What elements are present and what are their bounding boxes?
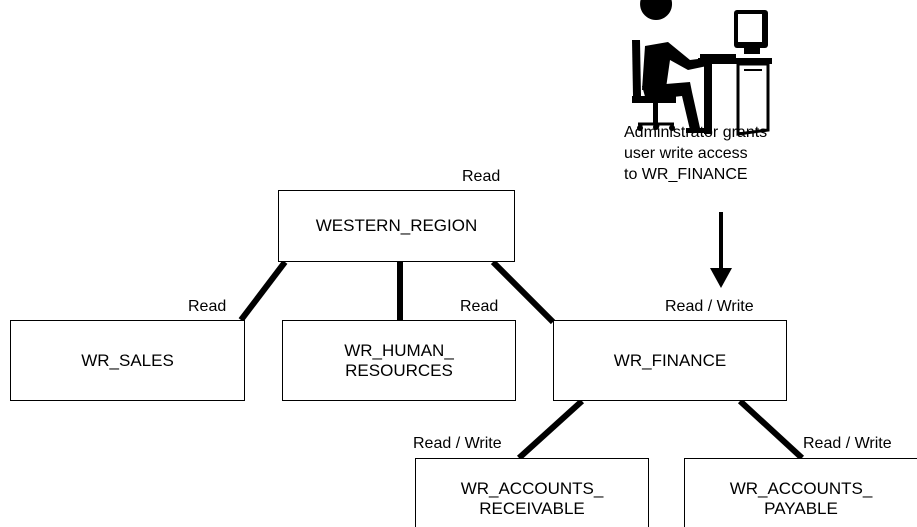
access-label-wr-human-resources: Read <box>460 298 499 315</box>
node-wr-human-resources: WR_HUMAN_ RESOURCES <box>282 320 516 401</box>
node-wr-accounts-receivable: WR_ACCOUNTS_ RECEIVABLE <box>415 458 649 527</box>
administrator-at-computer-icon <box>632 0 772 136</box>
access-label-western-region: Read <box>462 168 501 185</box>
node-wr-accounts-receivable-label-line2: RECEIVABLE <box>479 499 585 518</box>
access-label-wr-finance: Read / Write <box>665 298 754 315</box>
node-wr-sales: WR_SALES <box>10 320 245 401</box>
node-wr-finance: WR_FINANCE <box>553 320 787 401</box>
connector-western-region-to-wr-sales <box>238 260 288 322</box>
access-label-wr-accounts-receivable: Read / Write <box>413 435 502 452</box>
administrator-caption-line2: user write access <box>624 145 748 162</box>
access-label-wr-accounts-payable: Read / Write <box>803 435 892 452</box>
node-wr-accounts-receivable-label-line1: WR_ACCOUNTS_ <box>460 479 604 498</box>
administrator-caption-line3: to WR_FINANCE <box>624 166 748 183</box>
node-wr-accounts-payable-label-line1: WR_ACCOUNTS_ <box>729 479 873 498</box>
node-wr-human-resources-label-line2: RESOURCES <box>345 360 453 380</box>
node-wr-human-resources-label-line1: WR_HUMAN_ <box>344 340 454 360</box>
administrator-caption-line1: Administrator grants <box>624 124 768 141</box>
connector-western-region-to-wr-finance <box>490 259 556 325</box>
administrator-caption: Administrator grants user write access t… <box>624 122 767 185</box>
node-wr-accounts-payable-label-line2: PAYABLE <box>764 499 838 518</box>
node-wr-sales-label: WR_SALES <box>81 350 174 370</box>
connector-wr-finance-to-wr-accounts-receivable <box>516 398 585 461</box>
grant-arrow <box>710 212 732 288</box>
node-western-region-label: WESTERN_REGION <box>315 216 478 235</box>
access-label-wr-sales: Read <box>188 298 227 315</box>
node-wr-accounts-payable: WR_ACCOUNTS_ PAYABLE <box>684 458 917 527</box>
connector-wr-finance-to-wr-accounts-payable <box>737 398 805 461</box>
node-western-region: WESTERN_REGION <box>278 190 515 262</box>
node-wr-finance-label: WR_FINANCE <box>613 350 727 370</box>
